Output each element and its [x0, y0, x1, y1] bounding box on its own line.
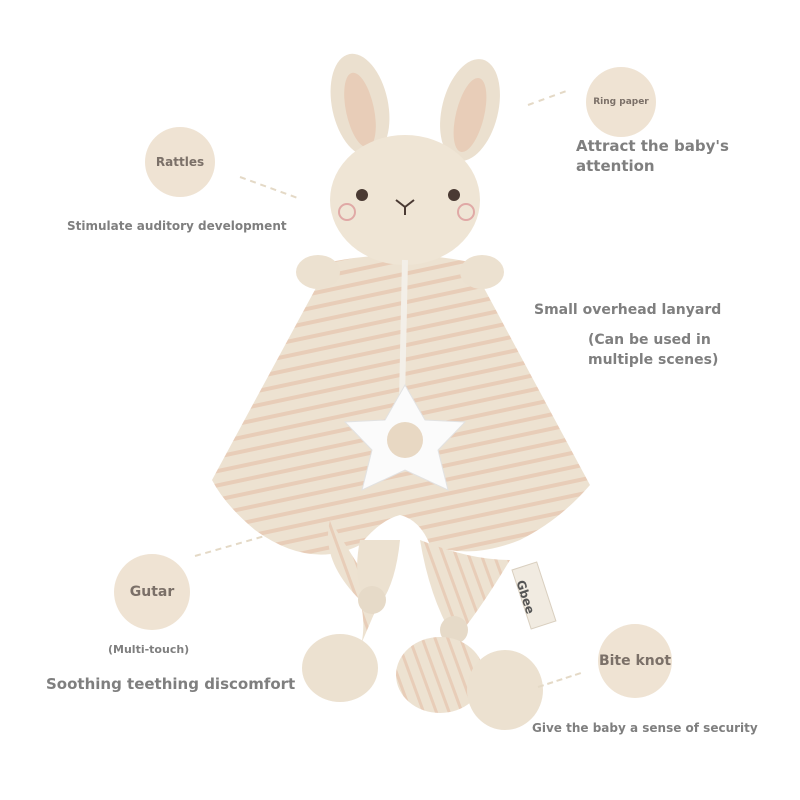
bite-knot-label: Bite knot [598, 653, 672, 669]
lanyard-note-line2: multiple scenes) [588, 352, 719, 368]
rattles-bubble: Rattles [145, 127, 215, 197]
gutar-label: Gutar [129, 584, 175, 600]
ring-paper-label: Ring paper [593, 97, 649, 107]
rattles-label: Rattles [155, 155, 205, 169]
lanyard-note-line1: (Can be used in [588, 332, 711, 348]
ring-paper-description-line2: attention [576, 157, 655, 175]
ring-paper-bubble: Ring paper [586, 67, 656, 137]
lanyard-title: Small overhead lanyard [534, 302, 722, 318]
gutar-bubble: Gutar [114, 554, 190, 630]
ring-paper-description-line1: Attract the baby's [576, 137, 729, 155]
gutar-note: (Multi-touch) [108, 643, 190, 656]
bite-knot-bubble: Bite knot [598, 624, 672, 698]
gutar-description: Soothing teething discomfort [46, 675, 296, 693]
rattles-description: Stimulate auditory development [67, 219, 287, 233]
bite-knot-description: Give the baby a sense of security [532, 721, 758, 735]
